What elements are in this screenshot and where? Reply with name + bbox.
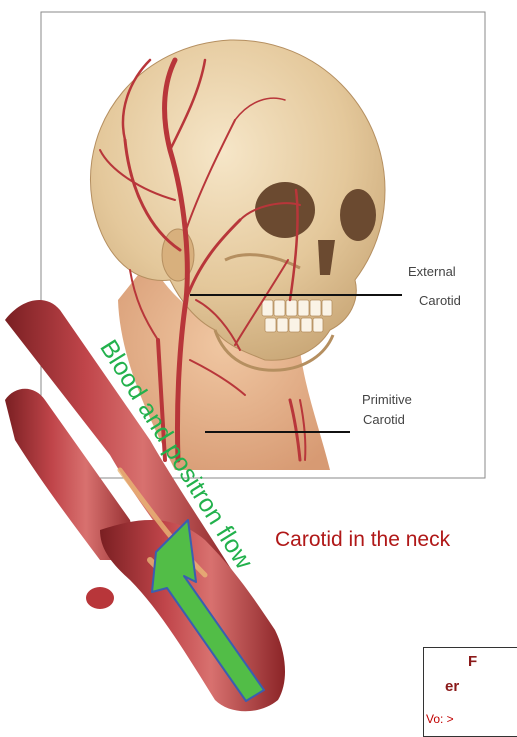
eye-socket-left	[340, 189, 376, 241]
info-box-line3: If Vo: >	[423, 712, 454, 726]
primitive-carotid-label-line2: Carotid	[363, 412, 405, 427]
info-box: F er If Vo: >	[423, 647, 517, 737]
eye-socket-right	[255, 182, 315, 238]
external-carotid-label-line1: External	[408, 264, 456, 279]
external-carotid-label-line2: Carotid	[419, 293, 461, 308]
primitive-carotid-label-line1: Primitive	[362, 392, 412, 407]
info-box-line1: F	[468, 653, 477, 670]
info-box-line2: er	[445, 678, 459, 695]
caption: Carotid in the neck	[275, 528, 450, 552]
vessel-side-stub	[86, 587, 114, 609]
